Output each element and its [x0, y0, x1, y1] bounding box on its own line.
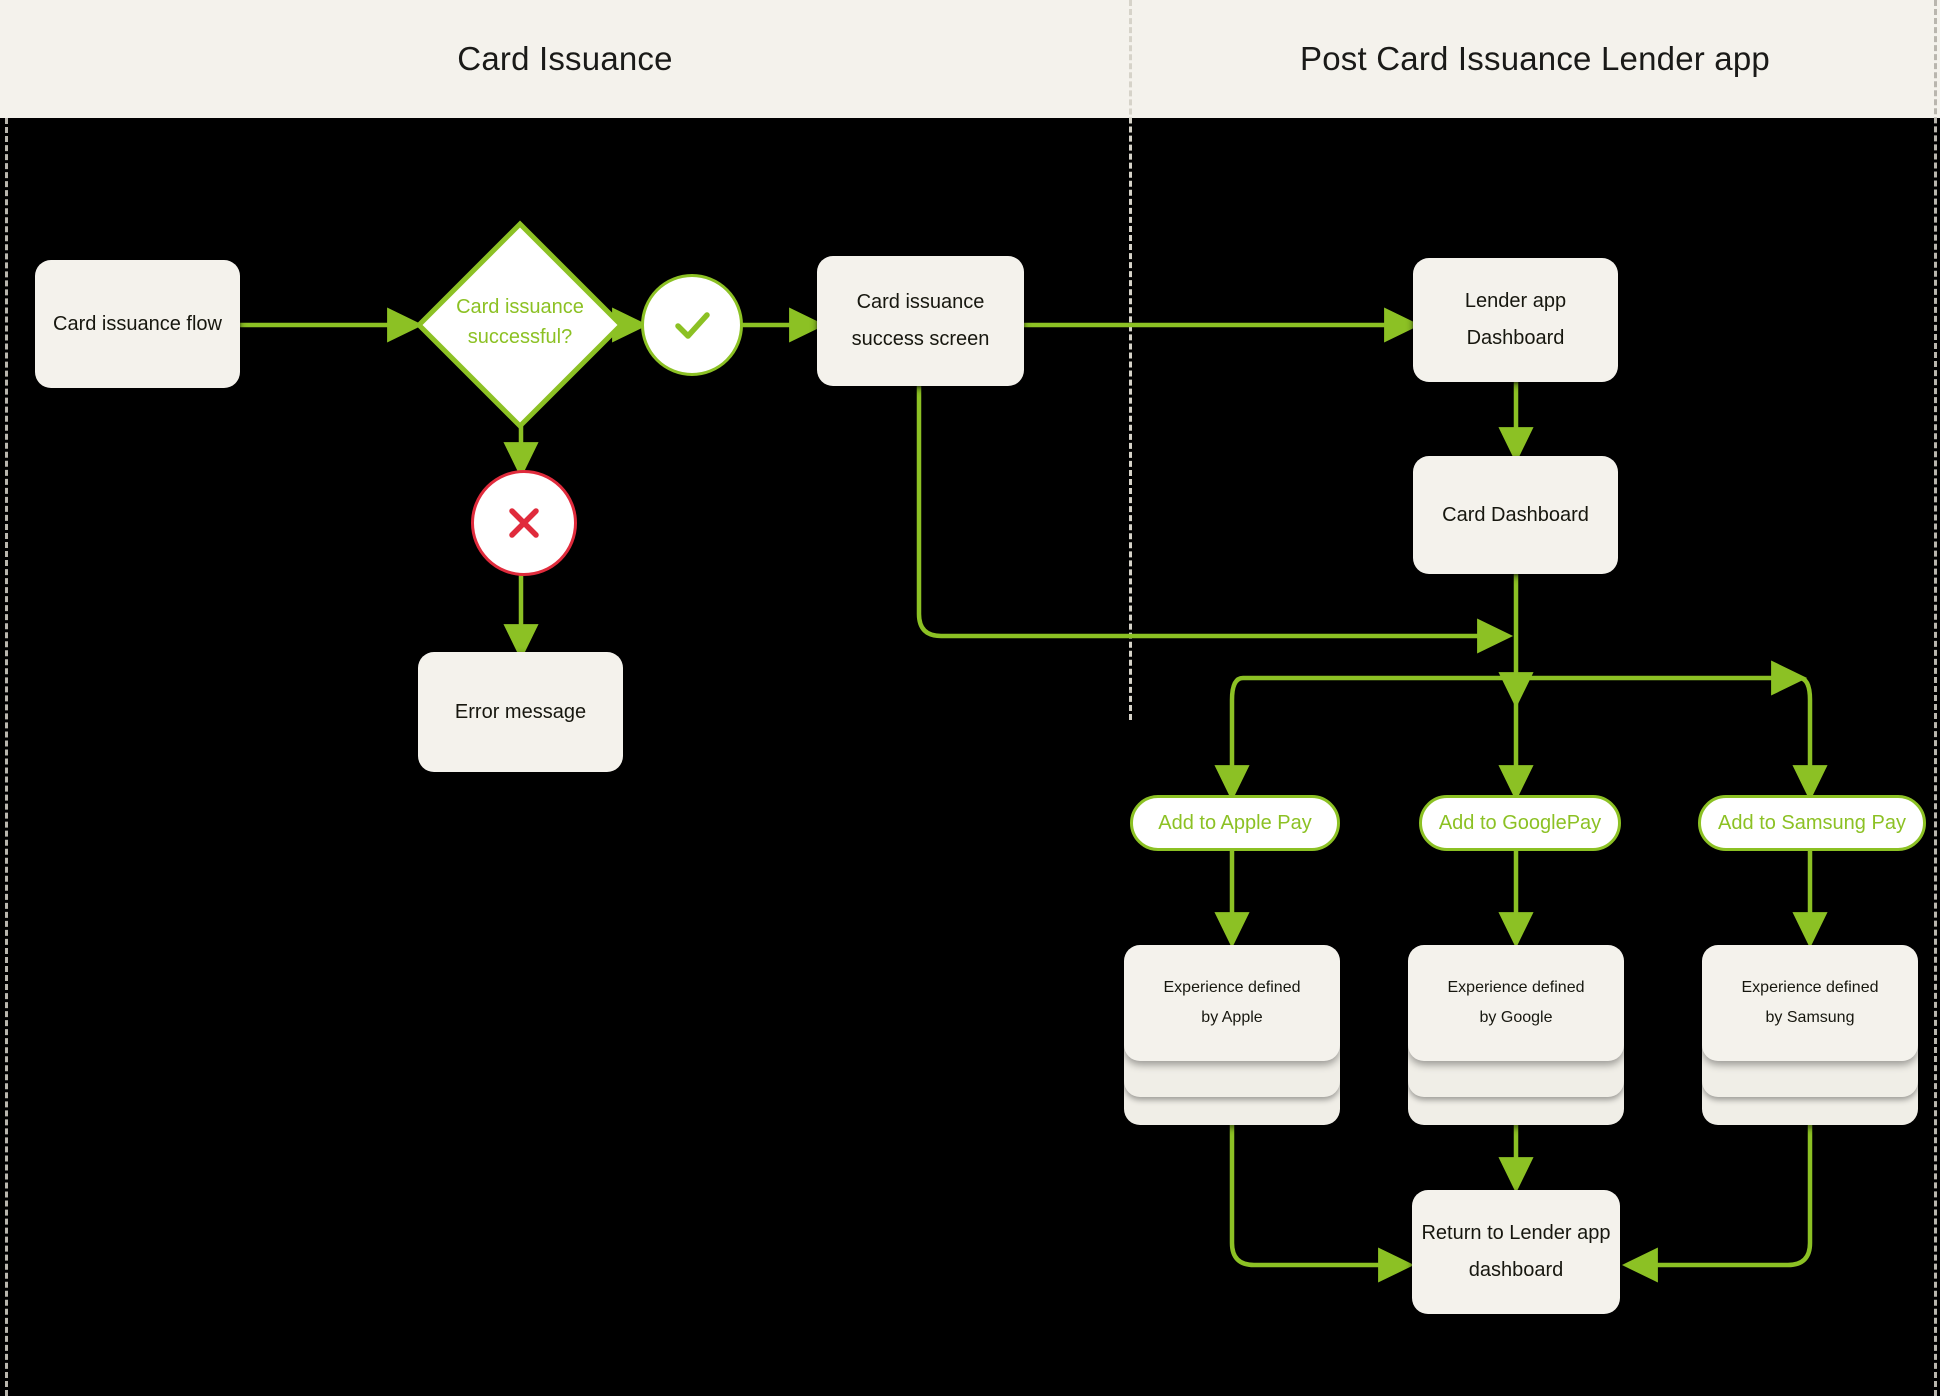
node-return-to-lender-app-dashboard[interactable]: Return to Lender app dashboard [1412, 1190, 1620, 1314]
node-label: Error message [454, 700, 587, 723]
lane-title-card-issuance: Card Issuance [457, 40, 673, 77]
card-stack-layer-front: Experience defined by Samsung [1702, 945, 1918, 1061]
node-label-line1: Experience defined [1741, 979, 1879, 997]
node-experience-defined-by-apple[interactable]: Experience defined by Apple [1124, 945, 1340, 1125]
edge-apple-exp-to-return [1229, 1122, 1415, 1283]
lane-title-post-card-issuance: Post Card Issuance Lender app [1300, 40, 1770, 77]
card-stack-layer-front: Experience defined by Apple [1124, 945, 1340, 1061]
node-lender-app-dashboard[interactable]: Lender app Dashboard [1413, 258, 1618, 382]
decision-label-line1: Card issuance [456, 296, 584, 318]
status-badge-success [641, 274, 743, 376]
card-stack-layer-front: Experience defined by Google [1408, 945, 1624, 1061]
node-label-line2: by Apple [1201, 1009, 1263, 1026]
node-label-line1: Experience defined [1447, 979, 1585, 997]
node-label-line2: by Google [1479, 1009, 1553, 1026]
button-add-to-google-pay[interactable]: Add to GooglePay [1419, 795, 1621, 851]
node-label-line1: Return to Lender app [1421, 1222, 1611, 1244]
diamond-shape [415, 220, 625, 430]
check-icon [675, 312, 710, 339]
canvas-edge-dash-left [5, 118, 8, 1396]
button-add-to-apple-pay[interactable]: Add to Apple Pay [1130, 795, 1340, 851]
node-label-line2: dashboard [1468, 1259, 1564, 1281]
edge-success-to-card-dashboard-join [916, 385, 1514, 654]
node-card-issuance-success-screen[interactable]: Card issuance success screen [817, 256, 1024, 386]
node-label-line1: Experience defined [1163, 979, 1301, 997]
lane-header-post-card-issuance: Post Card Issuance Lender app [1130, 0, 1940, 118]
decision-label-line2: successful? [467, 326, 573, 348]
cross-icon [509, 508, 539, 538]
button-add-to-samsung-pay[interactable]: Add to Samsung Pay [1698, 795, 1926, 851]
lane-header-card-issuance: Card Issuance [0, 0, 1130, 118]
node-error-message[interactable]: Error message [418, 652, 623, 772]
node-label-line2: success screen [851, 328, 990, 350]
edge-samsung-exp-to-return [1621, 1122, 1813, 1283]
node-label: Card issuance flow [53, 312, 222, 335]
status-badge-error [471, 470, 577, 576]
decision-label: Card issuance successful? [415, 292, 625, 352]
pill-label: Add to Apple Pay [1158, 811, 1312, 834]
edge-bus-right-to-samsung [1792, 675, 1828, 802]
node-card-issuance-flow[interactable]: Card issuance flow [35, 260, 240, 388]
node-label: Card Dashboard [1442, 503, 1589, 526]
node-experience-defined-by-samsung[interactable]: Experience defined by Samsung [1702, 945, 1918, 1125]
node-decision-card-issuance-successful[interactable]: Card issuance successful? [415, 220, 625, 430]
node-experience-defined-by-google[interactable]: Experience defined by Google [1408, 945, 1624, 1125]
pill-label: Add to Samsung Pay [1718, 811, 1906, 834]
pill-label: Add to GooglePay [1438, 811, 1602, 834]
canvas-edge-dash-right [1934, 0, 1937, 1396]
node-label-line2: by Samsung [1765, 1009, 1855, 1026]
node-card-dashboard[interactable]: Card Dashboard [1413, 456, 1618, 574]
node-label-line1: Card issuance [856, 291, 985, 313]
node-label-line2: Dashboard [1466, 327, 1565, 349]
edge-bus-left-to-apple [1214, 675, 1250, 802]
lane-divider-dashed [1129, 0, 1132, 720]
node-label-line1: Lender app [1464, 290, 1567, 312]
